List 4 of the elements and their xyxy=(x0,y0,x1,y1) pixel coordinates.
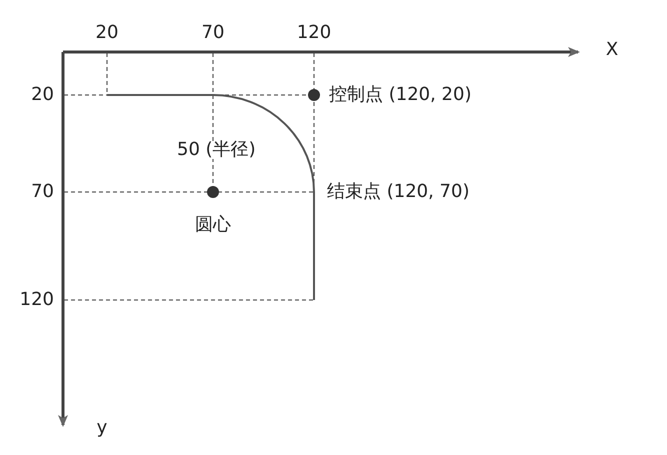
point-label: 结束点 (120, 70) xyxy=(326,183,470,201)
point-label: 控制点 (120, 20) xyxy=(328,86,472,104)
radius-label: 50 (半径) xyxy=(176,141,257,159)
point-label: 圆心 xyxy=(194,216,232,234)
